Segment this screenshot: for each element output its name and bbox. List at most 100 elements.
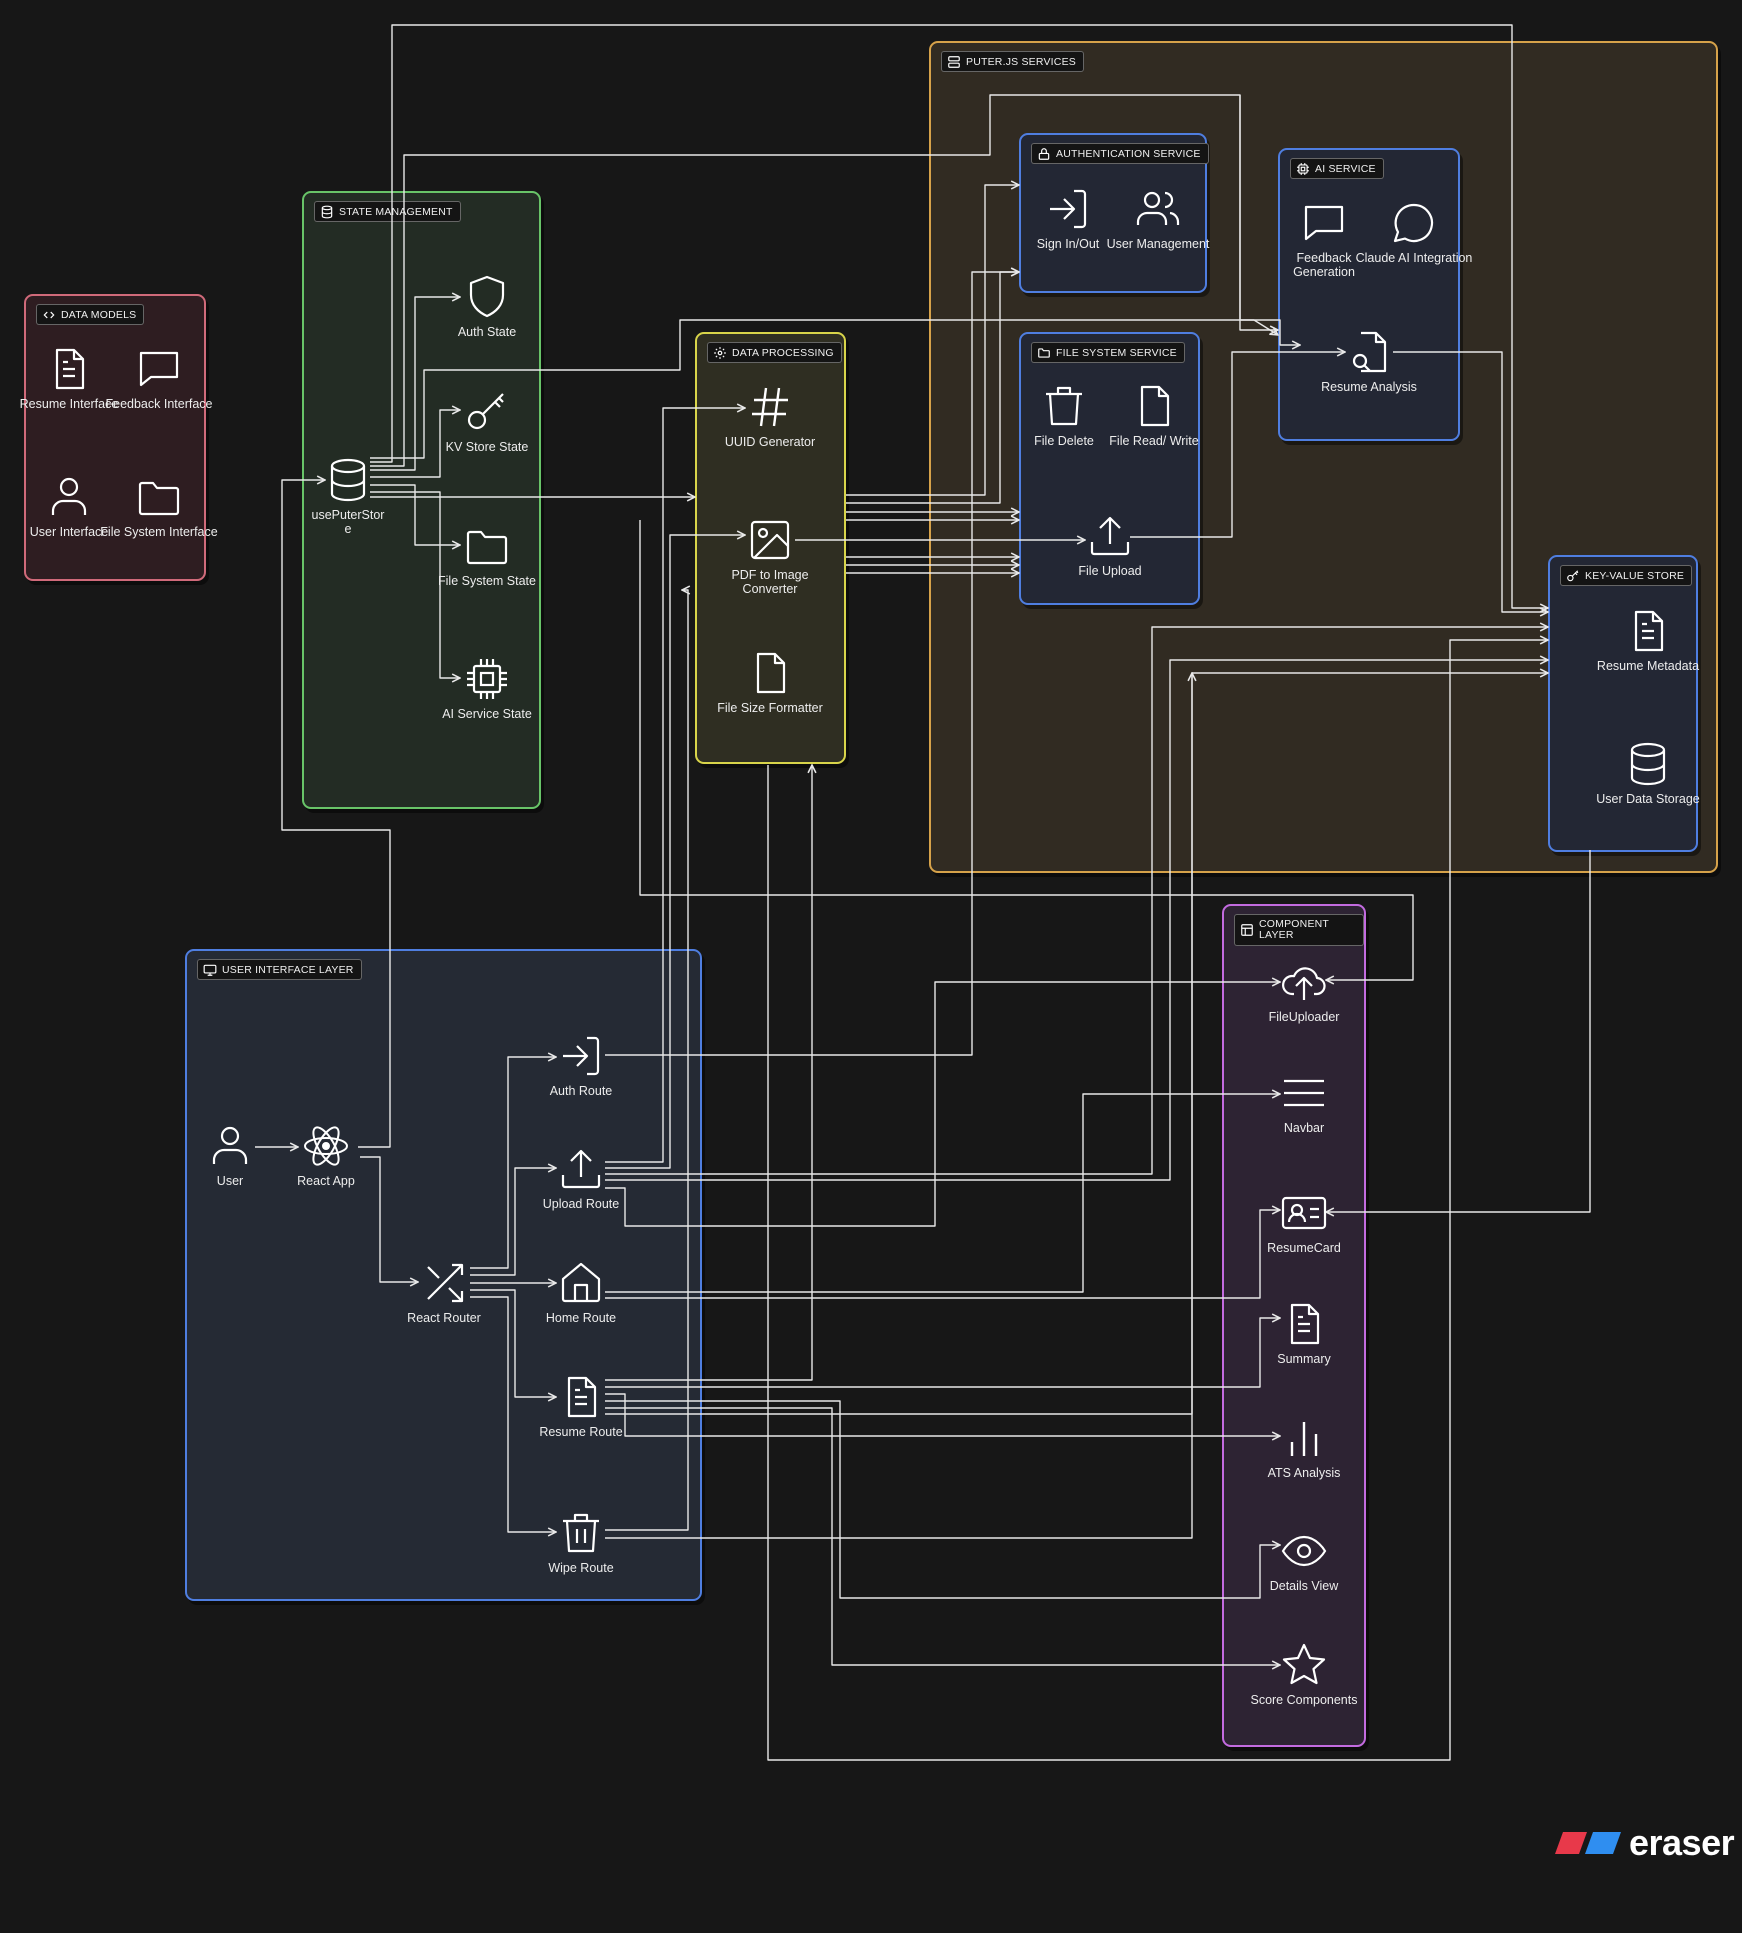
group-key-value-store[interactable]: KEY-VALUE STORE	[1548, 555, 1698, 852]
shield-icon	[463, 273, 511, 321]
node-sign-in-out[interactable]: Sign In/Out	[1008, 185, 1128, 251]
atom-icon	[302, 1122, 350, 1170]
id-card-icon	[1280, 1189, 1328, 1237]
code-brackets-icon	[43, 311, 55, 318]
node-home-route[interactable]: Home Route	[521, 1259, 641, 1325]
node-ats-analysis[interactable]: ATS Analysis	[1244, 1414, 1364, 1480]
folder-icon	[463, 522, 511, 570]
file-text-icon	[557, 1373, 605, 1421]
bar-chart-icon	[1280, 1414, 1328, 1462]
node-resume-analysis[interactable]: Resume Analysis	[1309, 328, 1429, 394]
group-user-interface-layer[interactable]: USER INTERFACE LAYER	[185, 949, 702, 1601]
cloud-upload-icon	[1280, 958, 1328, 1006]
node-resume-metadata[interactable]: Resume Metadata	[1588, 607, 1708, 673]
group-title-puter-services: PUTER.JS SERVICES	[941, 51, 1084, 72]
upload-icon	[557, 1145, 605, 1193]
layout-icon	[1241, 924, 1253, 936]
node-file-system-state[interactable]: File System State	[427, 522, 547, 588]
node-file-uploader[interactable]: FileUploader	[1244, 958, 1364, 1024]
eraser-watermark: eraser	[1555, 1822, 1735, 1864]
node-file-upload[interactable]: File Upload	[1050, 512, 1170, 578]
node-auth-route[interactable]: Auth Route	[521, 1032, 641, 1098]
node-auth-state[interactable]: Auth State	[427, 273, 547, 339]
group-title-user-interface-layer: USER INTERFACE LAYER	[197, 959, 362, 980]
node-user[interactable]: User	[170, 1122, 290, 1188]
connector-3	[360, 1156, 418, 1282]
node-claude-ai[interactable]: Claude AI Integration	[1354, 199, 1474, 265]
group-title-file-system-service: FILE SYSTEM SERVICE	[1031, 342, 1185, 363]
node-resume-route[interactable]: Resume Route	[521, 1373, 641, 1439]
connector-31	[605, 982, 1280, 1227]
node-user-data-storage[interactable]: User Data Storage	[1588, 740, 1708, 806]
group-file-system-service[interactable]: FILE SYSTEM SERVICE	[1019, 332, 1200, 605]
connector-33	[605, 1094, 1280, 1293]
node-upload-route[interactable]: Upload Route	[521, 1145, 641, 1211]
connector-10	[370, 410, 460, 478]
node-react-router[interactable]: React Router	[384, 1259, 504, 1325]
database-icon	[1624, 740, 1672, 788]
database-icon	[321, 205, 333, 218]
node-user-management[interactable]: User Management	[1098, 185, 1218, 251]
connector-42	[605, 590, 688, 1531]
hash-icon	[746, 383, 794, 431]
file-icon	[1130, 382, 1178, 430]
node-summary[interactable]: Summary	[1244, 1300, 1364, 1366]
folder-icon	[1038, 347, 1050, 358]
connector-35	[605, 765, 812, 1381]
connector-45	[639, 520, 1414, 980]
node-user-interface-model[interactable]: User Interface	[9, 473, 129, 539]
cpu-icon	[1297, 162, 1309, 175]
connector-9	[370, 297, 460, 471]
connector-34	[605, 1210, 1280, 1299]
node-wipe-route[interactable]: Wipe Route	[521, 1509, 641, 1575]
group-data-models[interactable]: DATA MODELS	[24, 294, 206, 581]
node-file-system-interface[interactable]: File System Interface	[99, 473, 219, 539]
node-resume-interface[interactable]: Resume Interface	[9, 345, 129, 411]
node-ai-service-state[interactable]: AI Service State	[427, 655, 547, 721]
group-title-data-processing: DATA PROCESSING	[707, 342, 842, 363]
connector-26	[1393, 351, 1548, 612]
shuffle-icon	[420, 1259, 468, 1307]
connector-5	[470, 1168, 556, 1276]
group-title-key-value-store: KEY-VALUE STORE	[1560, 565, 1693, 586]
node-use-puter-store[interactable]: usePuterStore	[288, 456, 408, 536]
group-authentication-service[interactable]: AUTHENTICATION SERVICE	[1019, 133, 1209, 293]
group-ai-service[interactable]: AI SERVICE	[1278, 148, 1460, 441]
message-circle-icon	[1390, 199, 1438, 247]
key-icon	[1567, 569, 1579, 581]
file-icon	[746, 649, 794, 697]
node-resume-card[interactable]: ResumeCard	[1244, 1189, 1364, 1255]
log-in-icon	[1044, 185, 1092, 233]
node-feedback-generation[interactable]: Feedback Generation	[1264, 199, 1384, 279]
connector-17	[846, 185, 1019, 496]
node-feedback-interface[interactable]: Feedback Interface	[99, 345, 219, 411]
folder-icon	[135, 473, 183, 521]
node-details-view[interactable]: Details View	[1244, 1527, 1364, 1593]
image-icon	[746, 516, 794, 564]
node-react-app[interactable]: React App	[266, 1122, 386, 1188]
connector-7	[470, 1289, 556, 1397]
file-text-icon	[1624, 607, 1672, 655]
node-kv-store-state[interactable]: KV Store State	[427, 388, 547, 454]
group-title-data-models: DATA MODELS	[36, 304, 145, 325]
node-uuid-generator[interactable]: UUID Generator	[710, 383, 830, 449]
message-square-icon	[135, 345, 183, 393]
connector-30	[605, 660, 1548, 1181]
group-component-layer[interactable]: COMPONENT LAYER	[1222, 904, 1366, 1747]
lock-icon	[1038, 147, 1050, 160]
node-file-size-formatter[interactable]: File Size Formatter	[710, 649, 830, 715]
connector-39	[605, 1407, 1280, 1665]
connector-41	[605, 673, 1192, 1539]
node-file-read-write[interactable]: File Read/ Write	[1094, 382, 1214, 448]
file-text-icon	[1280, 1300, 1328, 1348]
connector-4	[470, 1057, 556, 1269]
node-navbar[interactable]: Navbar	[1244, 1069, 1364, 1135]
eye-icon	[1280, 1527, 1328, 1575]
group-title-state-management: STATE MANAGEMENT	[314, 201, 461, 222]
users-icon	[1134, 185, 1182, 233]
node-pdf-to-image[interactable]: PDF to Image Converter	[710, 516, 830, 596]
connector-32	[605, 272, 1019, 1056]
node-score-components[interactable]: Score Components	[1244, 1641, 1364, 1707]
node-file-delete[interactable]: File Delete	[1004, 382, 1124, 448]
